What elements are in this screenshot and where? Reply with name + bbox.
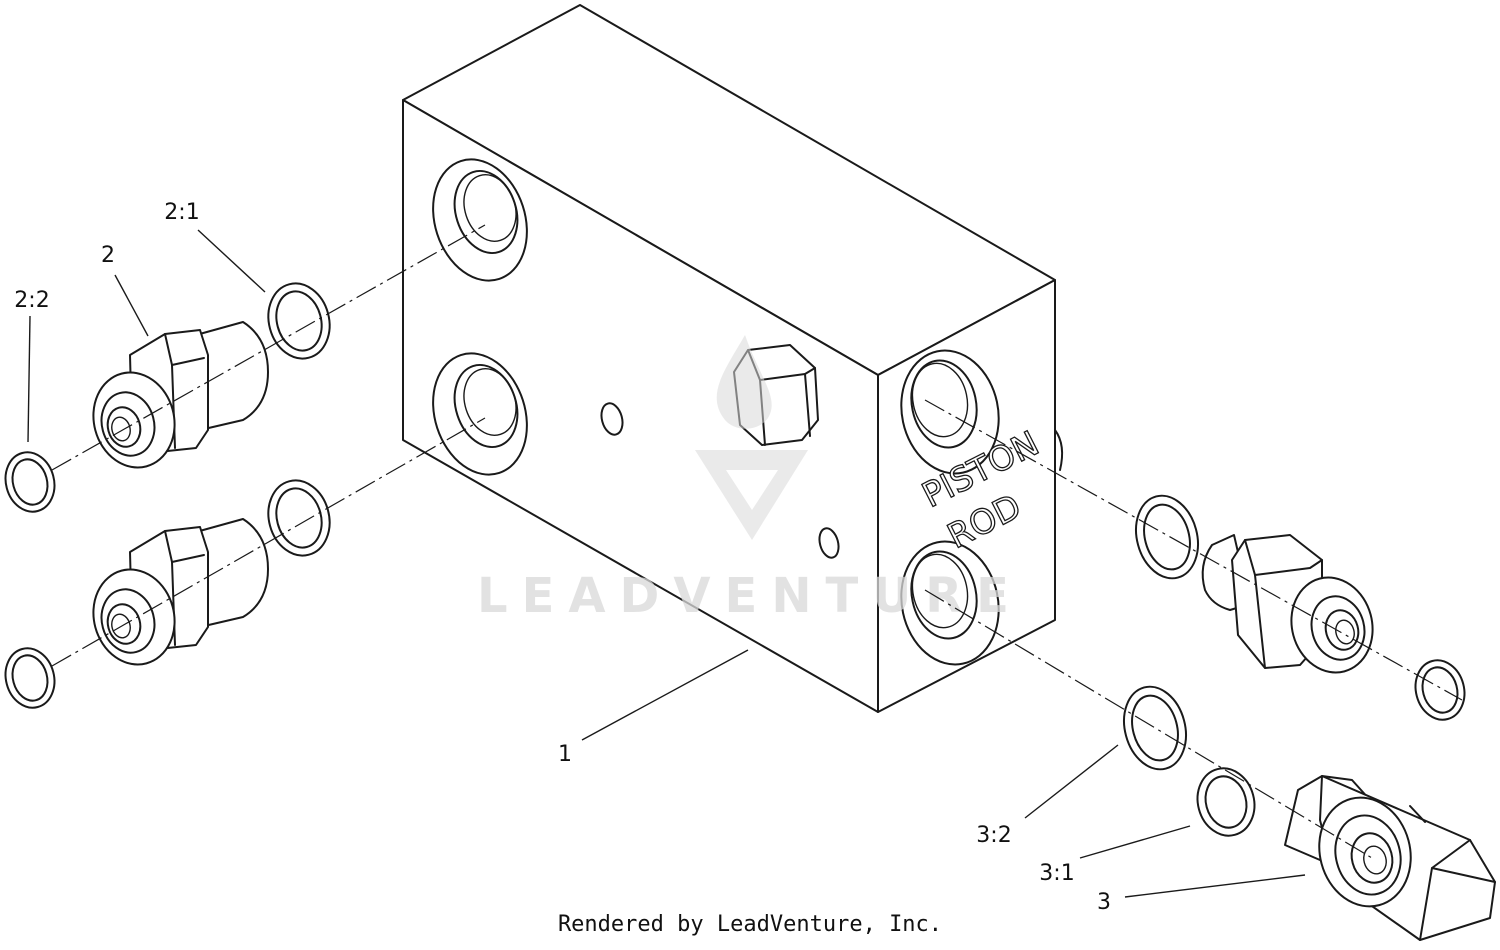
elbow-fitting-3 — [1284, 775, 1496, 941]
o-ring-large-lower-left — [267, 479, 331, 557]
callout-labels: 2:2 2 2:1 1 3:2 3:1 3 — [14, 200, 1111, 915]
o-ring-large-upper-left — [267, 282, 331, 360]
o-ring-large-right-upper — [1135, 494, 1199, 580]
callout-1: 1 — [558, 742, 572, 767]
watermark: LEADVENTURE — [477, 335, 1023, 624]
block-small-hole — [818, 527, 840, 559]
block-side-face — [877, 279, 1056, 713]
footer-credit: Rendered by LeadVenture, Inc. — [557, 912, 943, 937]
block-side-stub — [1054, 429, 1064, 471]
fitting-lower-left — [92, 518, 269, 666]
front-port-upper — [432, 158, 528, 282]
front-port-lower — [432, 352, 528, 476]
leader-lines — [27, 229, 1306, 898]
o-ring-small-lower-left — [4, 647, 56, 709]
o-ring-large-right-lower — [1123, 685, 1187, 771]
callout-2: 2 — [101, 243, 115, 268]
valve-block: PISTON ROD — [402, 4, 1064, 713]
block-small-hole — [600, 402, 624, 436]
callout-3-1: 3:1 — [1039, 861, 1074, 886]
axis-lines — [51, 224, 1463, 859]
o-ring-small-right-upper — [1414, 659, 1466, 721]
o-ring-small-upper-left — [4, 451, 56, 513]
fitting-upper-left — [92, 321, 269, 469]
side-port-lower — [900, 540, 1000, 666]
callout-2-1: 2:2 — [14, 288, 49, 313]
fitting-right-upper — [1201, 534, 1374, 674]
flame-v-logo-icon — [695, 335, 808, 540]
callout-2-2: 2:1 — [164, 200, 199, 225]
side-port-upper — [900, 349, 1000, 475]
o-ring-small-right-lower — [1196, 767, 1256, 837]
callout-3-2: 3:2 — [976, 823, 1011, 848]
watermark-text: LEADVENTURE — [477, 568, 1023, 624]
callout-3: 3 — [1097, 890, 1111, 915]
